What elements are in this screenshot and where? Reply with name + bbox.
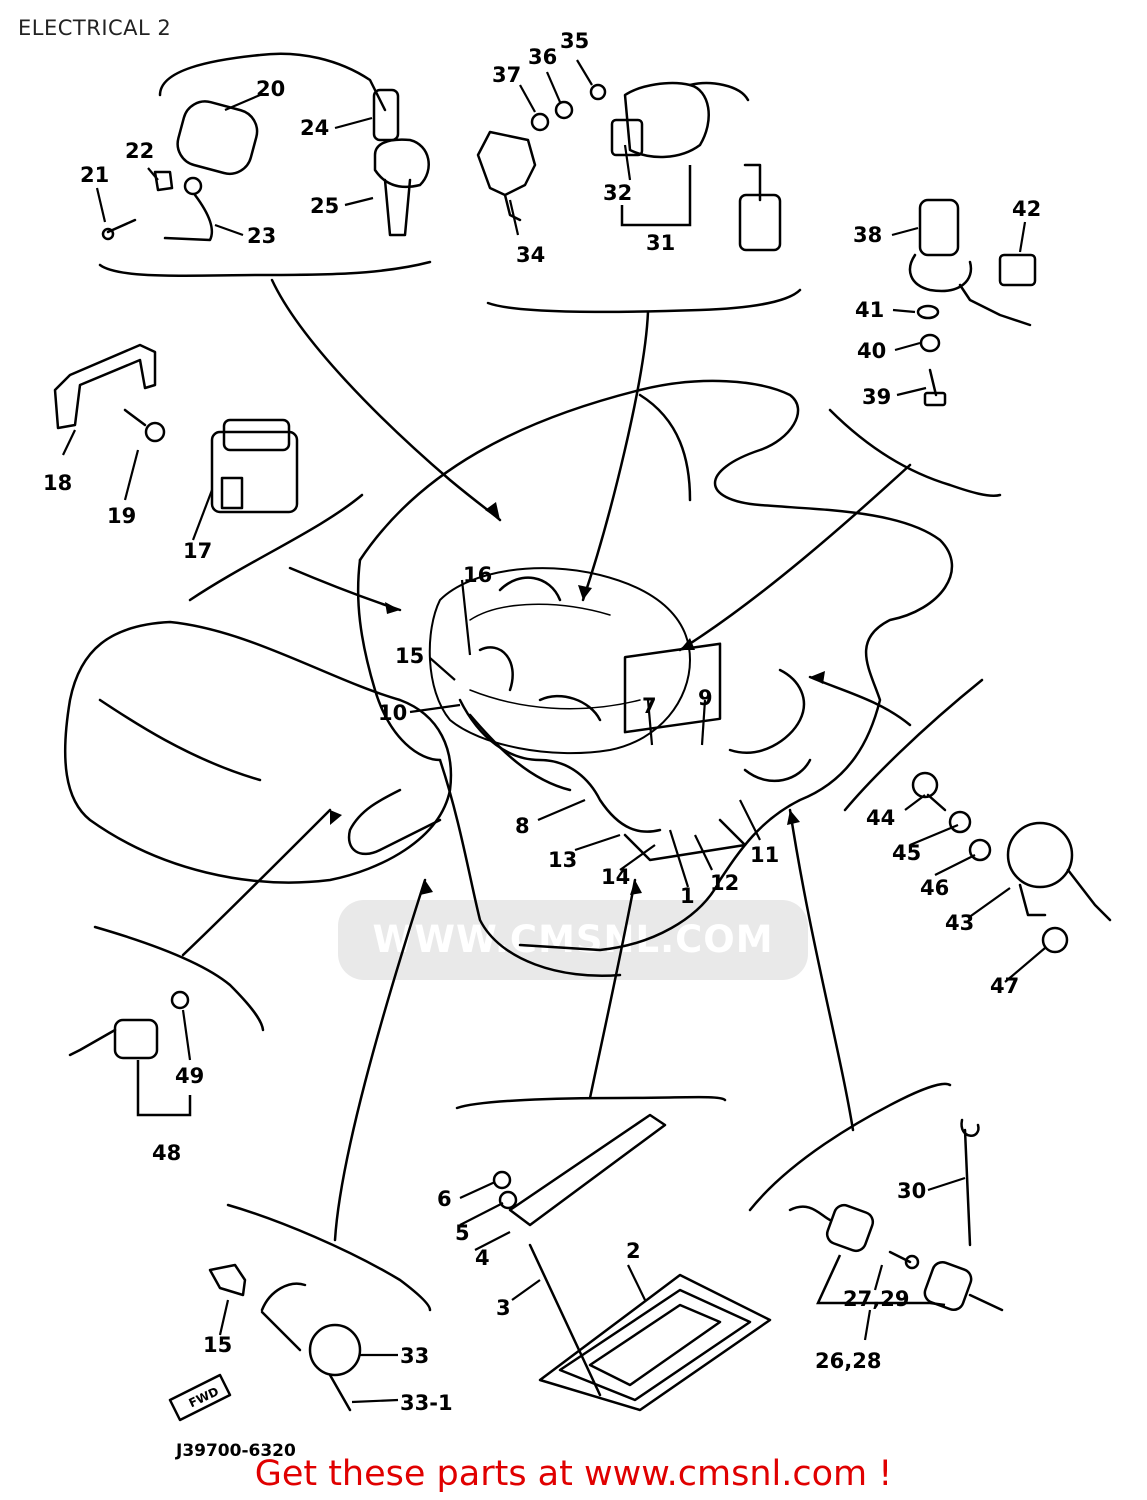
part-number-label: 27,29 bbox=[843, 1287, 909, 1311]
part-number-label: 12 bbox=[710, 871, 739, 895]
part-number-label: 30 bbox=[897, 1179, 926, 1203]
part-number-label: 18 bbox=[43, 471, 72, 495]
leader-lines bbox=[62, 59, 1046, 1404]
part-fuel-sender bbox=[908, 198, 1037, 407]
arrowheads bbox=[330, 502, 825, 895]
part-number-label: 2 bbox=[626, 1239, 641, 1263]
part-number-label: 1 bbox=[680, 884, 695, 908]
part-number-label: 25 bbox=[310, 194, 339, 218]
part-number-label: 9 bbox=[698, 686, 713, 710]
callout-leaders bbox=[93, 260, 1002, 1312]
part-number-label: 19 bbox=[107, 504, 136, 528]
engine-block bbox=[428, 567, 691, 755]
part-fuses-and-clamp bbox=[788, 1118, 1004, 1312]
part-number-label: 31 bbox=[646, 231, 675, 255]
bracket-31 bbox=[620, 165, 692, 227]
part-number-label: 39 bbox=[862, 385, 891, 409]
advertisement-link[interactable]: Get these parts at www.cmsnl.com ! bbox=[254, 1454, 893, 1494]
part-number-label: 17 bbox=[183, 539, 212, 563]
page-title: ELECTRICAL 2 bbox=[18, 16, 172, 40]
part-number-label: 6 bbox=[437, 1187, 452, 1211]
part-number-label: 32 bbox=[603, 181, 632, 205]
part-number-label: 5 bbox=[455, 1221, 470, 1245]
part-number-label: 41 bbox=[855, 298, 884, 322]
part-number-label: 49 bbox=[175, 1064, 204, 1088]
battery bbox=[623, 642, 747, 862]
part-number-label: 15 bbox=[203, 1333, 232, 1357]
part-horn bbox=[911, 771, 1112, 954]
part-number-label: 13 bbox=[548, 848, 577, 872]
part-number-label: 37 bbox=[492, 63, 521, 87]
drawing-code: J39700-6320 bbox=[175, 1441, 296, 1461]
part-number-label: 48 bbox=[152, 1141, 181, 1165]
part-number-label: 10 bbox=[378, 701, 407, 725]
part-number-label: 33-1 bbox=[400, 1391, 453, 1415]
wire-harness bbox=[347, 576, 812, 856]
part-number-label: 34 bbox=[516, 243, 545, 267]
part-number-label: 40 bbox=[857, 339, 886, 363]
bracket-26-28 bbox=[816, 1254, 946, 1307]
bracket-48 bbox=[136, 1060, 192, 1117]
part-number-label: 15 bbox=[395, 644, 424, 668]
part-number-label: 33 bbox=[400, 1344, 429, 1368]
part-number-label: 16 bbox=[463, 563, 492, 587]
part-number-label: 20 bbox=[256, 77, 285, 101]
part-bolts-top-left bbox=[101, 170, 214, 242]
part-number-label: 36 bbox=[528, 45, 557, 69]
watermark-badge: WWW.CMSNL.COM bbox=[338, 900, 808, 980]
part-brake-switch bbox=[168, 1263, 362, 1422]
part-number-label: 47 bbox=[990, 974, 1019, 998]
part-number-label: 3 bbox=[496, 1296, 511, 1320]
part-number-label: 46 bbox=[920, 876, 949, 900]
part-number-label: 43 bbox=[945, 911, 974, 935]
part-neutral-switch bbox=[68, 990, 190, 1060]
watermark-text: WWW.CMSNL.COM bbox=[372, 918, 774, 961]
part-number-label: 38 bbox=[853, 223, 882, 247]
part-number-label: 22 bbox=[125, 139, 154, 163]
part-battery-band bbox=[492, 1113, 772, 1412]
part-number-label: 7 bbox=[642, 694, 657, 718]
part-number-label: 44 bbox=[866, 806, 895, 830]
part-number-label: 11 bbox=[750, 843, 779, 867]
part-bracket-cdi bbox=[53, 343, 299, 514]
part-number-label: 21 bbox=[80, 163, 109, 187]
part-number-label: 24 bbox=[300, 116, 329, 140]
part-ignition-coil bbox=[158, 52, 430, 237]
part-number-label: 14 bbox=[601, 865, 630, 889]
part-number-label: 8 bbox=[515, 814, 530, 838]
part-number-label: 42 bbox=[1012, 197, 1041, 221]
part-number-label: 23 bbox=[247, 224, 276, 248]
part-number-label: 26,28 bbox=[815, 1349, 881, 1373]
part-number-label: 45 bbox=[892, 841, 921, 865]
part-switch-top bbox=[476, 81, 782, 252]
part-number-labels: 1 2 3 4 5 6 7 9 8 10 11 12 13 14 15 15 1… bbox=[43, 29, 1041, 1461]
part-number-label: 35 bbox=[560, 29, 589, 53]
part-number-label: 4 bbox=[475, 1246, 490, 1270]
